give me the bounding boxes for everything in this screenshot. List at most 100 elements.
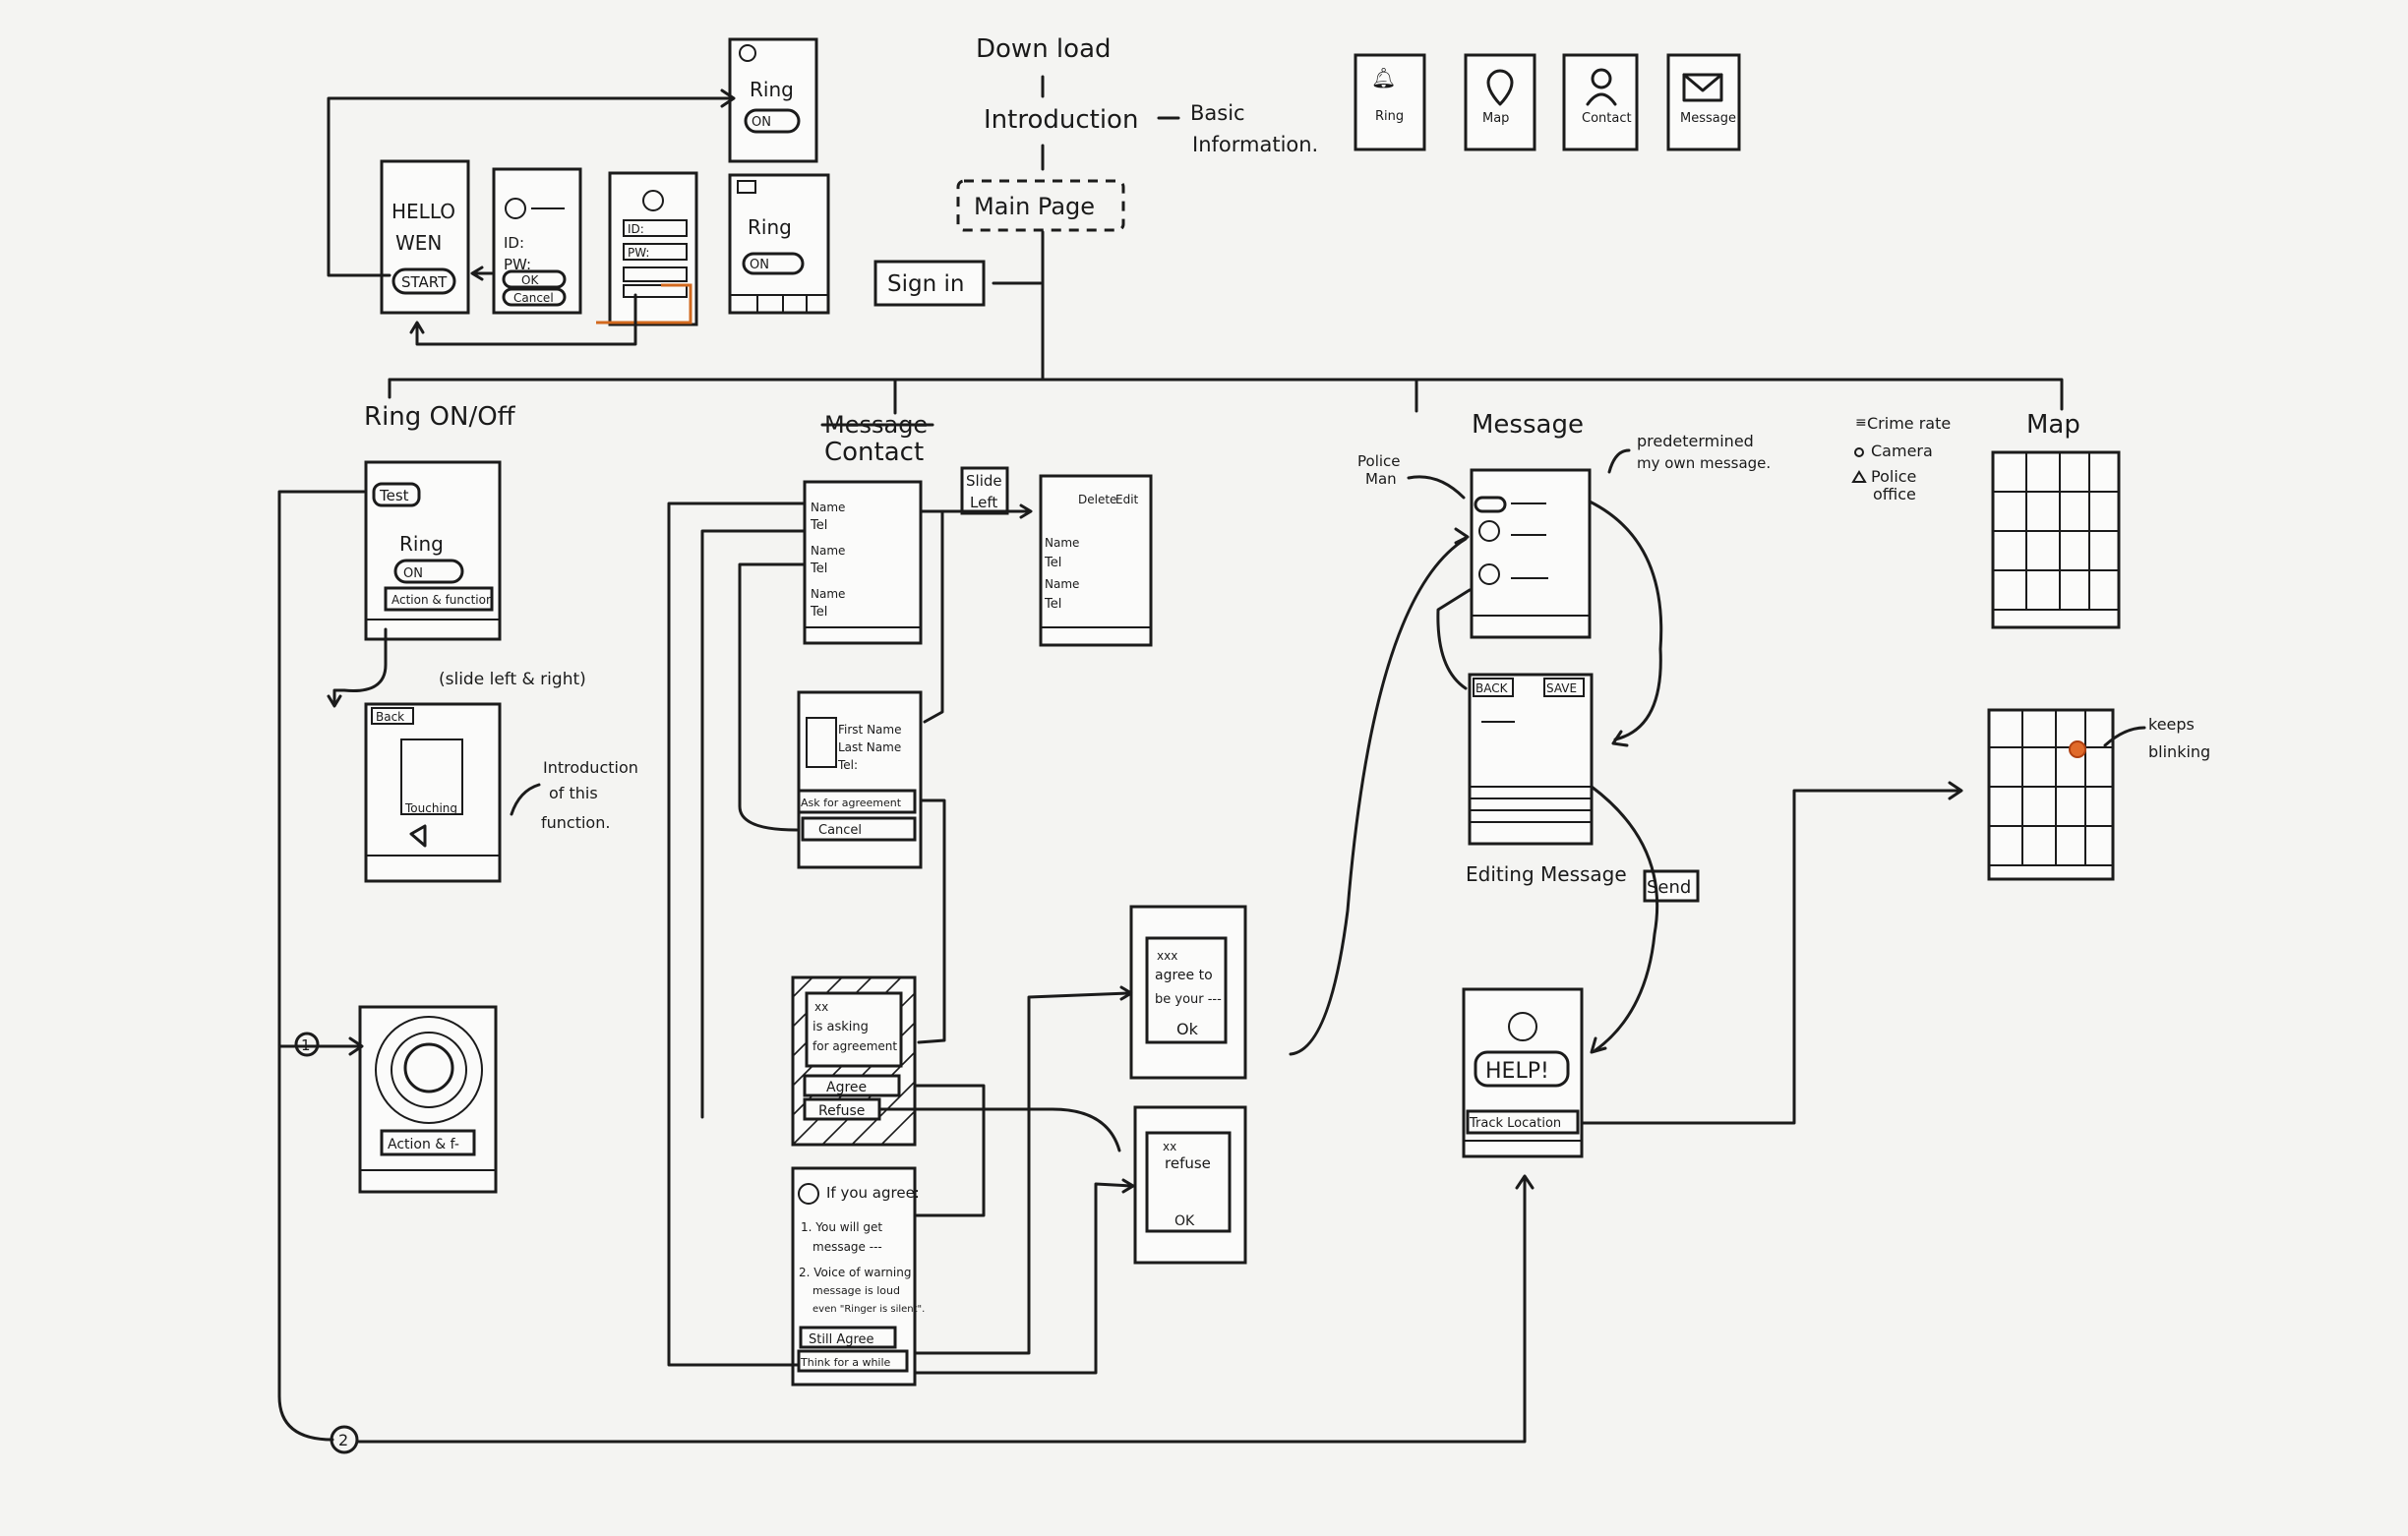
action-function-button[interactable] xyxy=(384,586,494,612)
contact-icon xyxy=(1591,68,1612,89)
agree-label: Agree xyxy=(826,1080,867,1095)
cancel-label: Cancel xyxy=(513,291,554,305)
think-label: Think for a while xyxy=(800,1356,891,1369)
map-screen xyxy=(1991,450,2121,629)
request-dialog xyxy=(805,991,903,1068)
message-list-screen xyxy=(1470,468,1592,639)
intro-back-label: Back xyxy=(376,710,404,724)
ring-section-label: Ring ON/Off xyxy=(364,402,516,432)
contact-tel-3: Tel xyxy=(810,605,827,620)
refused-xx: xx xyxy=(1163,1140,1176,1153)
ring-toggle-top[interactable] xyxy=(744,108,801,134)
agree-to-2: be your --- xyxy=(1155,992,1222,1007)
ring-intro-screen xyxy=(364,702,502,883)
touching-label: Touching xyxy=(404,801,457,815)
message-section-label: Message xyxy=(1472,410,1584,440)
crime-rate-icon: ≡ xyxy=(1855,415,1867,431)
alarm-shield-icon xyxy=(403,1042,454,1093)
ring-on-screen-bottom xyxy=(728,173,830,315)
message-tab-card xyxy=(1666,53,1741,151)
contact-slide-screen xyxy=(1039,474,1153,647)
ring-on-toggle[interactable] xyxy=(393,559,464,584)
editing-message-label: Editing Message xyxy=(1466,862,1627,886)
still-agree-button[interactable] xyxy=(799,1326,897,1349)
police-note-2: Man xyxy=(1365,470,1397,488)
item2-1: 2. Voice of warning xyxy=(799,1266,911,1279)
map-tab-label: Map xyxy=(1482,111,1509,126)
still-agree-label: Still Agree xyxy=(809,1332,874,1347)
action-function-label: Action & function xyxy=(391,593,494,607)
item1-1: 1. You will get xyxy=(801,1220,882,1234)
ask-agreement-button[interactable] xyxy=(797,789,917,814)
ring-toggle-bottom[interactable] xyxy=(742,252,805,275)
sign-in-box[interactable] xyxy=(873,260,986,307)
edit-save-label: SAVE xyxy=(1546,681,1577,695)
avatar-icon xyxy=(505,198,526,219)
slide-name-1: Name xyxy=(1045,536,1079,550)
contact-tel-2: Tel xyxy=(810,561,827,576)
send-button[interactable] xyxy=(1643,869,1700,903)
on-label-bottom: ON xyxy=(750,258,769,272)
refuse-label: Refuse xyxy=(818,1103,865,1119)
legend-police-1: Police xyxy=(1871,467,1916,486)
contact-section: Name Tel Name Tel Name Tel Slide Left De… xyxy=(667,466,1247,1387)
pw-filled-label: PW: xyxy=(628,246,649,260)
editing-message-screen xyxy=(1468,673,1594,846)
tel-short-label: Tel: xyxy=(837,758,858,772)
agree-button[interactable] xyxy=(803,1074,901,1097)
sign-in-label: Sign in xyxy=(887,271,964,297)
test-button[interactable] xyxy=(372,482,421,507)
ring-section: Test Ring ON Action & function (slide le… xyxy=(277,460,1535,1454)
marker-2: 2 xyxy=(338,1431,348,1449)
agreed-dialog xyxy=(1145,936,1228,1044)
id-label: ID: xyxy=(504,234,524,252)
slide-tel-1: Tel xyxy=(1044,556,1061,570)
delete-label: Delete xyxy=(1078,493,1116,506)
pw-label: PW: xyxy=(504,256,531,273)
message-section: Police Man predetermined my own message.… xyxy=(1289,432,1771,1158)
ring-title-top: Ring xyxy=(750,78,794,101)
slide-left-2: Left xyxy=(970,494,997,511)
item2-2: message is loud xyxy=(813,1284,900,1297)
agree-to-1: agree to xyxy=(1155,968,1213,983)
item2-3: even "Ringer is silent". xyxy=(813,1304,925,1315)
slide-left-1: Slide xyxy=(966,472,1002,490)
refused-dialog xyxy=(1145,1131,1232,1233)
alarm-action-label: Action & f- xyxy=(388,1137,459,1152)
track-location-label: Track Location xyxy=(1469,1116,1561,1131)
basic-info-line1: Basic xyxy=(1190,101,1245,125)
camera-icon xyxy=(1854,447,1864,457)
contact-list-screen xyxy=(803,480,923,645)
alarm-action-button[interactable] xyxy=(380,1129,476,1156)
if-agree-label: If you agree: xyxy=(826,1184,920,1202)
request-xx: xx xyxy=(814,1000,828,1014)
contact-section-label: Contact xyxy=(824,438,924,467)
message-icon xyxy=(1682,73,1723,102)
contact-name-2: Name xyxy=(811,544,845,558)
slide-name-2: Name xyxy=(1045,577,1079,591)
map-grid xyxy=(1993,452,2119,611)
asking-2: for agreement xyxy=(813,1039,897,1053)
ok-button[interactable] xyxy=(502,269,567,289)
cancel-button[interactable] xyxy=(502,287,567,307)
help-avatar-icon xyxy=(1508,1012,1537,1041)
agreed-ok: Ok xyxy=(1176,1020,1199,1038)
on-label-top: ON xyxy=(752,115,771,130)
intro-note-2: of this xyxy=(549,784,598,802)
track-location-button[interactable] xyxy=(1466,1109,1580,1135)
message-tab-label: Message xyxy=(1680,111,1736,126)
legend-police-2: office xyxy=(1873,485,1916,503)
contact-cancel-button[interactable] xyxy=(801,816,917,842)
edit-back-label: BACK xyxy=(1475,681,1509,695)
ring-title-bottom: Ring xyxy=(748,215,792,239)
help-label: HELP! xyxy=(1485,1059,1549,1084)
onboarding-flow: HELLO WEN START ID: PW: OK Cancel ID: PW… xyxy=(327,37,830,346)
refused-word: refuse xyxy=(1165,1154,1211,1172)
legend-camera: Camera xyxy=(1871,442,1933,460)
map-tracking-grid xyxy=(1989,710,2113,866)
contact-name-1: Name xyxy=(811,501,845,514)
start-button[interactable] xyxy=(391,267,456,295)
basic-info-line2: Information. xyxy=(1192,133,1318,156)
download-label: Down load xyxy=(976,34,1112,64)
think-button[interactable] xyxy=(797,1349,909,1373)
